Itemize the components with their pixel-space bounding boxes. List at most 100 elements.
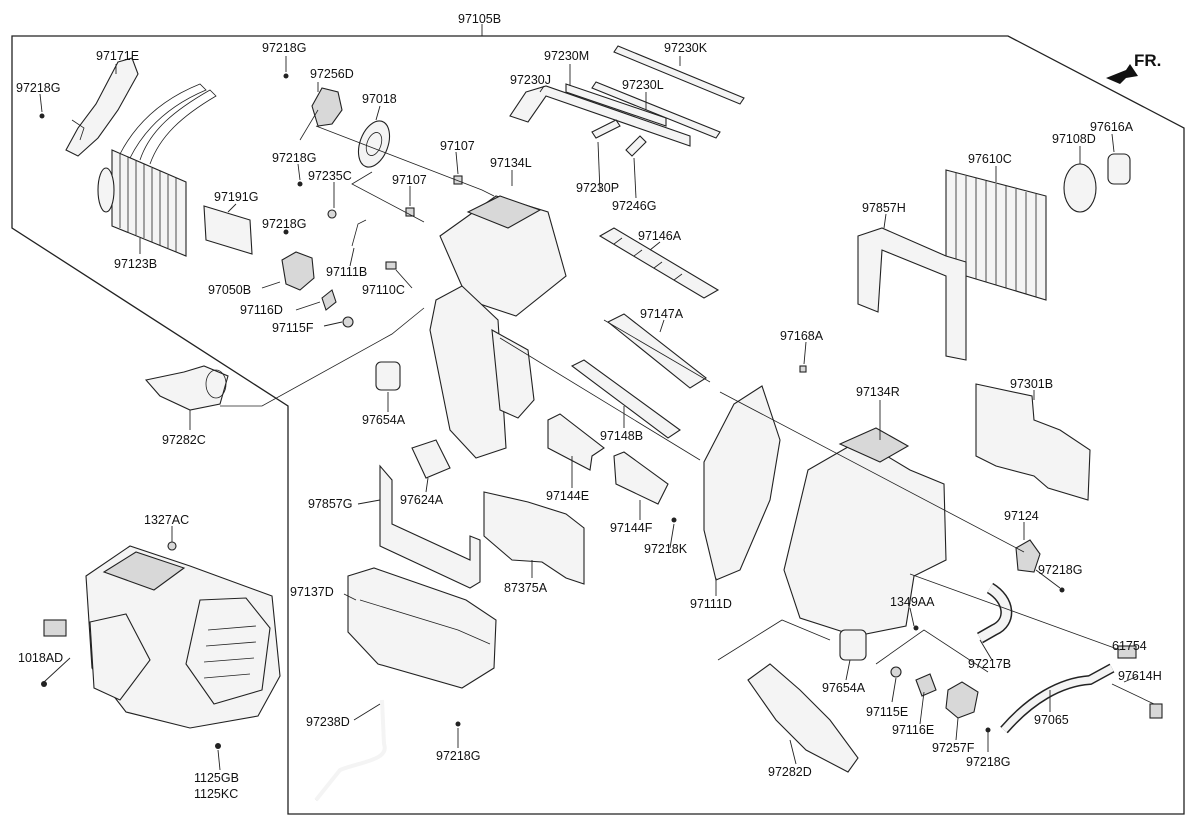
seal-97108D: [1063, 163, 1097, 213]
label-97168A: 97168A: [780, 329, 824, 343]
label-1125GB: 1125GB: [194, 771, 239, 785]
label-97018: 97018: [362, 92, 397, 106]
dashed-link-97282D: [717, 619, 831, 661]
insulator-97857G: [379, 464, 481, 589]
insulator-87375A: [483, 491, 585, 585]
screw-97218G-b: [283, 73, 289, 79]
label-97137D: 97137D: [290, 585, 334, 599]
label-97050B: 97050B: [208, 283, 251, 297]
label-97282C: 97282C: [162, 433, 206, 447]
actuator-97257F: [945, 681, 979, 719]
label-97105B: 97105B: [458, 12, 501, 26]
label-97191G: 97191G: [214, 190, 258, 204]
label-97116D: 97116D: [240, 303, 283, 317]
seal-97246G: [625, 135, 647, 157]
label-97111D: 97111D: [690, 597, 732, 611]
label-97654A-b: 97654A: [822, 681, 866, 695]
link-97111B: [351, 219, 367, 247]
front-direction-arrow: FR.: [1106, 51, 1161, 84]
nut-1327AC: [167, 541, 177, 551]
door-97147A: [603, 313, 711, 389]
label-97301B: 97301B: [1010, 377, 1053, 391]
lever-97116E: [915, 673, 937, 697]
dashed-link-actuator: [315, 125, 495, 197]
nut-97115E: [890, 666, 902, 678]
actuator-97256D: [299, 87, 343, 141]
case-97134L: [429, 195, 567, 459]
door-97144E: [547, 413, 605, 471]
heater-core-97123B: [97, 83, 217, 257]
door-97146A: [598, 227, 720, 299]
label-61754: 61754: [1112, 639, 1147, 653]
door-97144F: [613, 451, 669, 505]
seal-97624A: [411, 439, 451, 479]
duct-97282C: [144, 365, 229, 411]
nut-97115F: [342, 316, 354, 328]
label-97610C: 97610C: [968, 152, 1012, 166]
seal-97654A-b: [839, 629, 867, 661]
label-97218G-d: 97218G: [262, 217, 306, 231]
screw-1018AD: [41, 681, 47, 687]
label-97238D: 97238D: [306, 715, 350, 729]
label-97144E: 97144E: [546, 489, 589, 503]
dashed-link-fan: [351, 171, 425, 223]
label-97115F: 97115F: [272, 321, 314, 335]
label-97115E: 97115E: [866, 705, 908, 719]
dashed-link-actuator-right: [875, 629, 989, 673]
label-97124: 97124: [1004, 509, 1039, 523]
label-97171E: 97171E: [96, 49, 139, 63]
label-97654A-a: 97654A: [362, 413, 406, 427]
hose-97217B: [977, 582, 1013, 644]
leader-lines: [39, 56, 1139, 771]
dashed-link-sensor: [909, 573, 1121, 651]
heater-bracket-97171E: [65, 57, 139, 157]
label-97282D: 97282D: [768, 765, 812, 779]
clip-97168A: [799, 365, 807, 373]
screw-97218G-f: [1059, 587, 1065, 593]
screw-97218G-g: [985, 727, 991, 733]
seal-97230P: [591, 119, 621, 139]
label-97110C: 97110C: [362, 283, 405, 297]
clip-97110C: [385, 261, 397, 270]
clip-97107-b: [405, 207, 415, 217]
label-97116E: 97116E: [892, 723, 934, 737]
label-97218G-b: 97218G: [262, 41, 306, 55]
label-97144F: 97144F: [610, 521, 653, 535]
label-97218G-f: 97218G: [436, 749, 480, 763]
label-97256D: 97256D: [310, 67, 354, 81]
label-97257F: 97257F: [932, 741, 975, 755]
dashed-link-right: [719, 391, 1025, 553]
label-97107-b: 97107: [392, 173, 427, 187]
label-97230K: 97230K: [664, 41, 708, 55]
label-87375A: 87375A: [504, 581, 548, 595]
label-97218G-a: 97218G: [16, 81, 60, 95]
label-97218G-g: 97218G: [966, 755, 1010, 769]
dashed-link-97282C: [220, 307, 425, 407]
seal-97616A: [1107, 153, 1131, 185]
drain-pan-97137D: [347, 567, 497, 689]
label-97857H: 97857H: [862, 201, 906, 215]
screw-97218G-a: [39, 113, 45, 119]
label-97107-a: 97107: [440, 139, 475, 153]
label-97111B: 97111B: [326, 265, 367, 279]
actuator-97050B: [281, 251, 315, 291]
label-97235C: 97235C: [308, 169, 352, 183]
fan-97018: [357, 120, 391, 168]
label-97134R: 97134R: [856, 385, 900, 399]
seal-97230J: [509, 85, 691, 147]
label-1327AC: 1327AC: [144, 513, 189, 527]
assembly-frame: [11, 35, 1185, 815]
label-97148B: 97148B: [600, 429, 643, 443]
hose-97065: [1000, 663, 1115, 734]
dashed-link-shaft: [499, 337, 701, 461]
label-1349AA: 1349AA: [890, 595, 935, 609]
spring-97235C: [327, 209, 337, 219]
screw-97218G-c: [297, 181, 303, 187]
label-97230J: 97230J: [510, 73, 551, 87]
label-97230P: 97230P: [576, 181, 619, 195]
clip-97107-a: [453, 175, 463, 185]
label-97614H: 97614H: [1118, 669, 1162, 683]
front-direction-label: FR.: [1134, 51, 1161, 70]
case-97134R: [783, 427, 947, 637]
